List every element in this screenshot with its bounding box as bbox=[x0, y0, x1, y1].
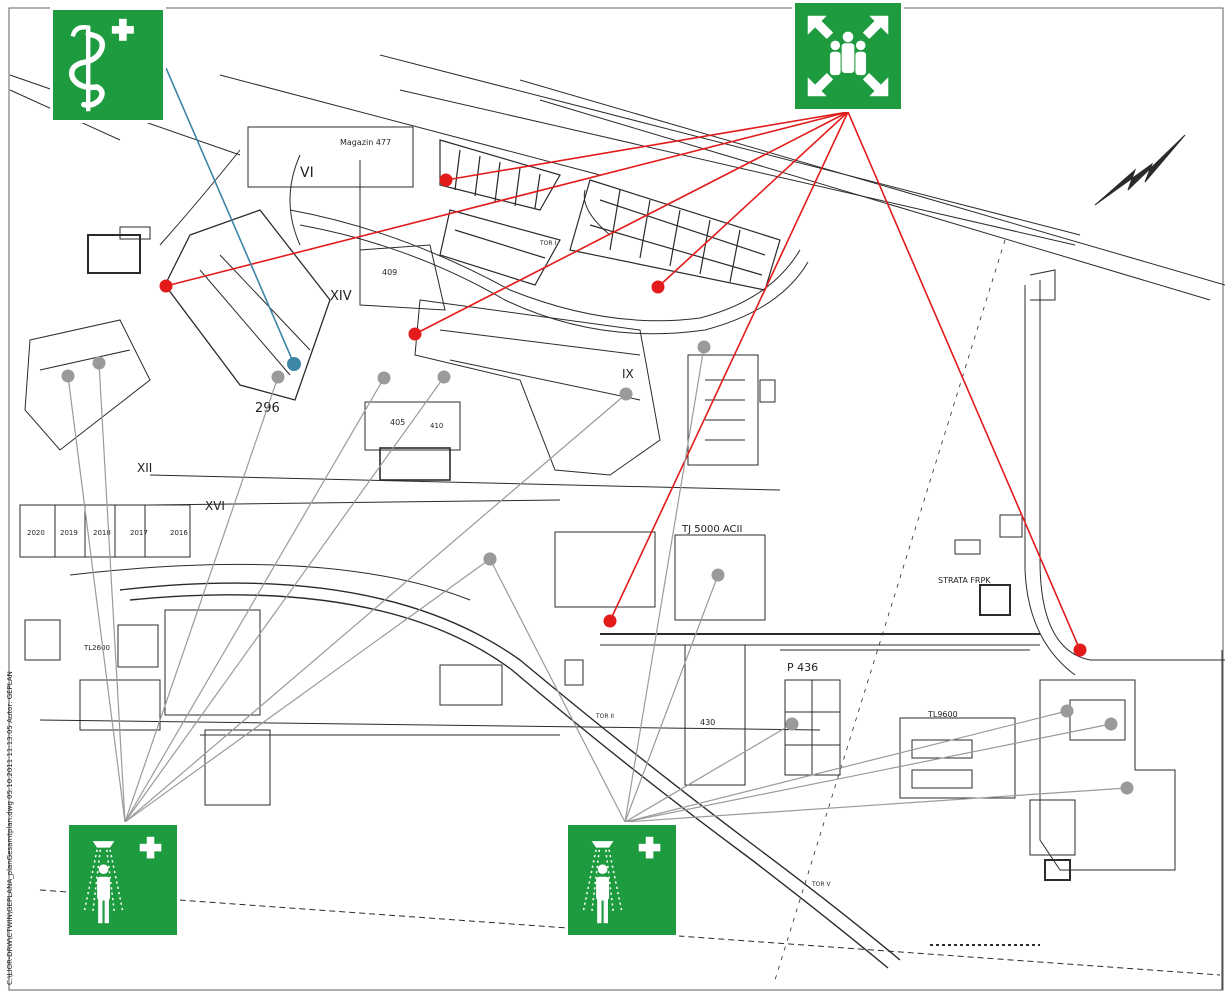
emergency-shower-icon bbox=[582, 836, 661, 924]
location-markers bbox=[61, 173, 1134, 795]
connector-lines bbox=[67, 67, 1128, 823]
drawing-file-path: C:\LIOR-DRW\CTWIN\GEPLANA_planGesamtplan… bbox=[6, 671, 14, 985]
label-building-410: 410 bbox=[430, 422, 443, 430]
label-roman-12: XII bbox=[137, 461, 152, 475]
shower-connector-line bbox=[624, 710, 1068, 823]
shower-location-marker bbox=[711, 568, 725, 582]
label-tl9600: TL9600 bbox=[927, 710, 958, 719]
firstaid-connector-line bbox=[165, 67, 295, 365]
assembly-connector-line bbox=[445, 111, 849, 181]
plan-labels: Magazin 477 VI XIV XII XVI IX 296 405 40… bbox=[6, 138, 991, 985]
shower-connector-line bbox=[124, 376, 279, 823]
firstaid-location-marker bbox=[287, 357, 301, 371]
label-tor-2: TOR II bbox=[595, 713, 614, 720]
shower-connector-line bbox=[624, 723, 1112, 823]
label-roman-9: IX bbox=[622, 367, 634, 381]
assembly-connector-line bbox=[165, 111, 849, 287]
assembly-point-icon bbox=[807, 15, 889, 97]
label-2020: 2020 bbox=[27, 529, 45, 537]
label-strata: STRATA FRPK bbox=[938, 576, 991, 585]
shower-location-marker bbox=[1060, 704, 1074, 718]
label-building-436: P 436 bbox=[787, 661, 818, 674]
shower-connector-line bbox=[624, 723, 793, 823]
assembly-location-marker bbox=[603, 614, 617, 628]
label-building-430: 430 bbox=[700, 718, 715, 727]
assembly-connector-line bbox=[847, 111, 1081, 651]
shower-connector-line bbox=[98, 362, 126, 823]
assembly-location-marker bbox=[1073, 643, 1087, 657]
label-2018: 2018 bbox=[93, 529, 111, 537]
assembly-location-marker bbox=[159, 279, 173, 293]
shower-location-marker bbox=[483, 552, 497, 566]
shower-connector-line bbox=[124, 558, 491, 823]
assembly-location-marker bbox=[439, 173, 453, 187]
label-roman-16: XVI bbox=[205, 499, 225, 513]
parking-lots bbox=[439, 139, 781, 291]
label-tor-1: TOR I bbox=[539, 240, 556, 247]
shower-location-marker bbox=[377, 371, 391, 385]
shower-location-marker bbox=[92, 356, 106, 370]
label-tl2600: TL2600 bbox=[83, 644, 110, 652]
emergency-shower-icon bbox=[83, 836, 162, 924]
shower-connector-line bbox=[489, 558, 626, 823]
assembly-location-marker bbox=[408, 327, 422, 341]
label-roman-14: XIV bbox=[330, 289, 352, 304]
label-building-409: 409 bbox=[382, 268, 397, 277]
label-2017: 2017 bbox=[130, 529, 148, 537]
plan-linework bbox=[9, 54, 1225, 990]
shower-connector-line bbox=[624, 346, 705, 823]
label-tor-5: TOR V bbox=[811, 881, 831, 888]
label-2019: 2019 bbox=[60, 529, 78, 537]
shower-location-marker bbox=[61, 369, 75, 383]
emergency-shower-sign-left bbox=[66, 822, 180, 938]
first-aid-caduceus-icon bbox=[68, 18, 134, 112]
plan-frame bbox=[8, 7, 1224, 991]
assembly-connector-line bbox=[609, 111, 849, 622]
shower-location-marker bbox=[437, 370, 451, 384]
emergency-shower-sign-right bbox=[565, 822, 679, 938]
shower-location-marker bbox=[785, 717, 799, 731]
assembly-connector-line bbox=[414, 111, 849, 335]
shower-connector-line bbox=[124, 393, 627, 823]
shower-location-marker bbox=[1104, 717, 1118, 731]
assembly-point-sign bbox=[792, 0, 904, 112]
shower-location-marker bbox=[271, 370, 285, 384]
label-building-405: 405 bbox=[390, 418, 405, 427]
shower-connector-line bbox=[124, 376, 445, 823]
label-2016: 2016 bbox=[170, 529, 188, 537]
shower-connector-line bbox=[624, 787, 1128, 823]
shower-connector-line bbox=[67, 375, 126, 823]
first-aid-sign bbox=[50, 7, 166, 123]
shower-location-marker bbox=[1120, 781, 1134, 795]
shower-connector-line bbox=[124, 377, 385, 823]
shower-location-marker bbox=[619, 387, 633, 401]
label-tj5000: TJ 5000 ACII bbox=[681, 524, 742, 535]
label-magazin: Magazin 477 bbox=[340, 138, 391, 147]
assembly-location-marker bbox=[651, 280, 665, 294]
shower-connector-line bbox=[624, 574, 719, 823]
shower-location-marker bbox=[697, 340, 711, 354]
assembly-connector-line bbox=[657, 111, 849, 288]
label-roman-6: VI bbox=[300, 165, 314, 181]
